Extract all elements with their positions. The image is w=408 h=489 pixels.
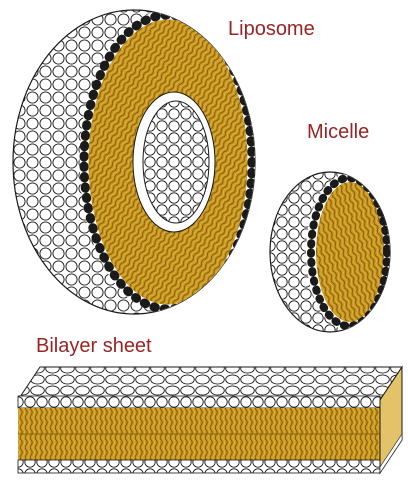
liposome-lumen	[143, 101, 209, 223]
bilayer-upper-head-row	[18, 396, 380, 408]
liposome-label: Liposome	[228, 18, 315, 40]
bilayer-sheet-structure	[18, 367, 402, 473]
micelle-structure	[270, 172, 390, 332]
bilayer-sheet-label: Bilayer sheet	[36, 335, 152, 357]
micelle-label: Micelle	[307, 121, 369, 143]
liposome-structure	[13, 10, 255, 314]
bilayer-top-face	[18, 367, 402, 400]
bilayer-lower-head-row	[18, 460, 380, 473]
